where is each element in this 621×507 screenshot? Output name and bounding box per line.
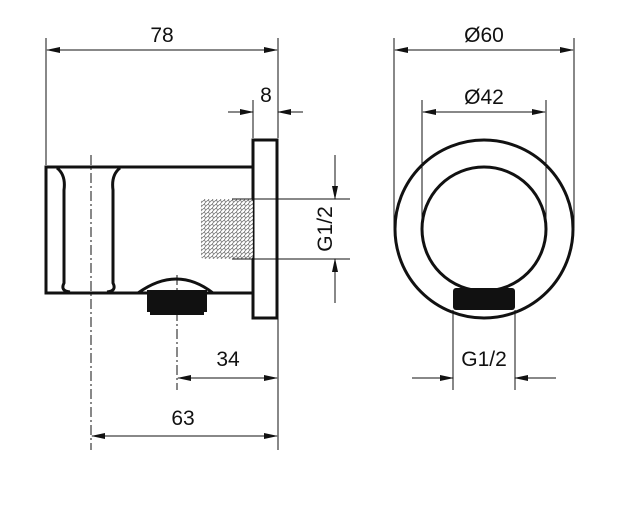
dim-inlet-thread: G1/2 bbox=[314, 206, 337, 252]
wall-flange bbox=[251, 138, 279, 320]
dim-holder-offset: 63 bbox=[171, 407, 194, 430]
dim-total-length: 78 bbox=[150, 24, 173, 47]
dim-outer-diameter: Ø60 bbox=[464, 24, 504, 47]
outer-rosette bbox=[393, 138, 575, 320]
front-view: Ø60 Ø42 G1/2 bbox=[393, 24, 575, 390]
dim-outlet-thread: G1/2 bbox=[461, 348, 507, 371]
holder-slot bbox=[56, 166, 121, 294]
dim-inner-diameter: Ø42 bbox=[464, 86, 504, 109]
outlet-bulge bbox=[137, 277, 214, 295]
side-dimensions: 78 8 G1/2 34 63 bbox=[45, 24, 350, 450]
front-outlet-thread bbox=[453, 288, 515, 310]
dim-outlet-offset: 34 bbox=[216, 348, 240, 371]
inlet-thread-hatch bbox=[201, 199, 253, 259]
side-view bbox=[44, 138, 279, 450]
dim-flange-thickness: 8 bbox=[260, 84, 272, 107]
inner-ring bbox=[420, 165, 548, 293]
